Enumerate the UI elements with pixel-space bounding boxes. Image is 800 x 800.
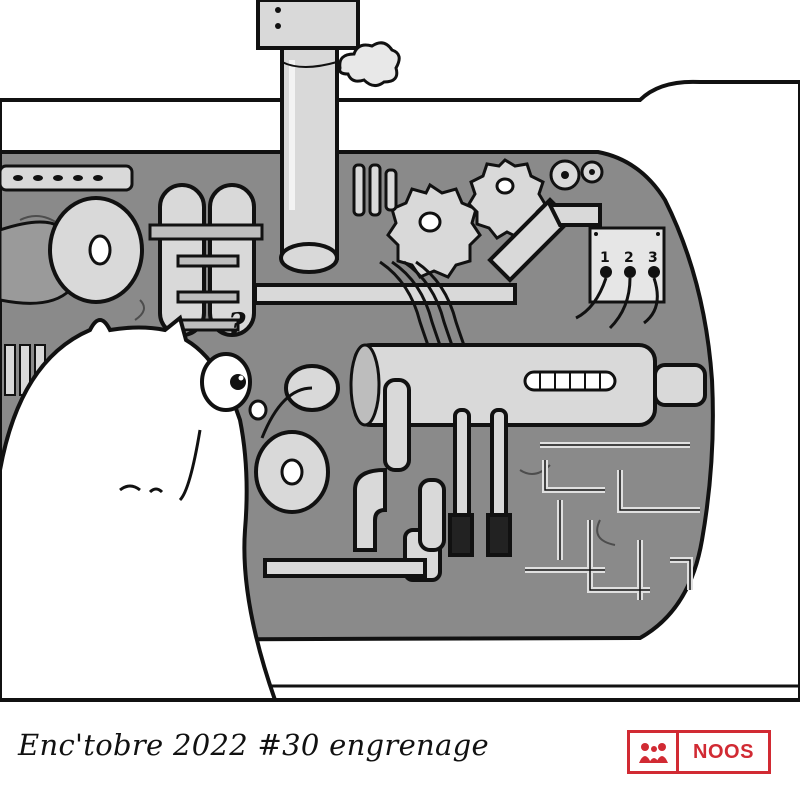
small-wheel bbox=[254, 364, 340, 514]
twin-tanks bbox=[148, 183, 264, 337]
horizontal-pipe bbox=[253, 197, 602, 305]
eye-icon bbox=[200, 352, 268, 421]
question-mark: ? bbox=[228, 307, 246, 342]
gear-small-icon bbox=[549, 159, 604, 191]
caption-title: Enc'tobre 2022 #30 engrenage bbox=[18, 728, 489, 762]
family-icon bbox=[630, 733, 679, 771]
panel-label-3: 3 bbox=[648, 250, 658, 266]
small-pipes bbox=[352, 163, 398, 217]
steam-puff-icon bbox=[338, 41, 401, 87]
noos-logo: NOOS bbox=[627, 730, 771, 774]
cylinder-tank bbox=[349, 343, 707, 427]
circuit-outline bbox=[525, 444, 700, 600]
panel-label-2: 2 bbox=[624, 250, 634, 266]
lower-pipes bbox=[263, 378, 512, 582]
gear-medium-icon bbox=[467, 158, 547, 240]
large-wheel-left bbox=[0, 196, 144, 305]
character bbox=[0, 314, 278, 702]
control-panel: 1 2 3 bbox=[575, 226, 666, 330]
panel-label-1: 1 bbox=[600, 250, 610, 266]
vent-strip bbox=[0, 164, 134, 192]
logo-text: NOOS bbox=[693, 740, 754, 763]
top-pipe bbox=[256, 0, 360, 274]
